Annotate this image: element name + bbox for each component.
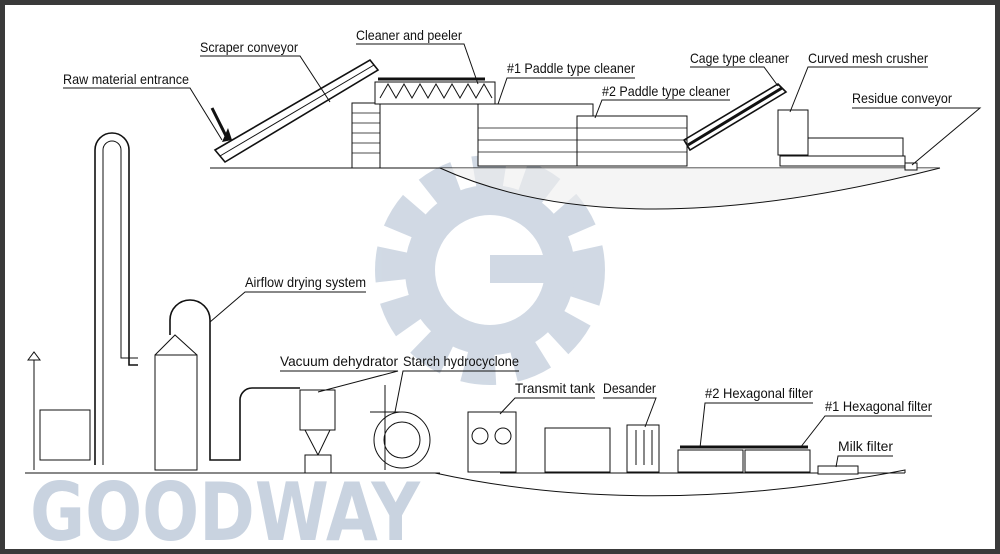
hexagonal-filter-1-label: #1 Hexagonal filter: [825, 398, 932, 414]
airflow-drying-system-label: Airflow drying system: [245, 274, 366, 290]
diagram-canvas: Raw material entrance Scraper conveyor C…: [25, 27, 982, 549]
watermark-text: GOODWAY: [30, 466, 421, 549]
desander-label: Desander: [603, 380, 656, 396]
label-desander: Desander: [603, 380, 657, 428]
cage-type-cleaner-label: Cage type cleaner: [690, 50, 789, 66]
label-residue-conveyor: Residue conveyor: [852, 90, 982, 166]
vacuum-dehydrator-label: Vacuum dehydrator: [280, 353, 398, 369]
label-transmit-tank: Transmit tank: [499, 380, 596, 415]
label-milk-filter: Milk filter: [835, 438, 893, 468]
paddle-cleaner-2-label: #2 Paddle type cleaner: [602, 83, 730, 99]
label-hexagonal-filter-2: #2 Hexagonal filter: [699, 385, 813, 449]
washing-line: [210, 58, 941, 210]
label-airflow-drying-system: Airflow drying system: [209, 274, 366, 323]
curved-mesh-crusher-label: Curved mesh crusher: [808, 50, 928, 66]
label-paddle-cleaner-1: #1 Paddle type cleaner: [497, 60, 635, 105]
goodway-gear-watermark: [375, 155, 605, 385]
hexagonal-filter-2-label: #2 Hexagonal filter: [705, 385, 813, 401]
paddle-cleaner-1-label: #1 Paddle type cleaner: [507, 60, 635, 76]
label-raw-material-entrance: Raw material entrance: [63, 71, 223, 141]
starch-hydrocyclone-label: Starch hydrocyclone: [403, 353, 519, 369]
label-cage-type-cleaner: Cage type cleaner: [690, 50, 789, 87]
label-paddle-cleaner-2: #2 Paddle type cleaner: [594, 83, 730, 119]
transmit-tank-label: Transmit tank: [515, 380, 596, 396]
starch-line: [25, 132, 906, 497]
scraper-conveyor-label: Scraper conveyor: [200, 39, 298, 55]
label-cleaner-and-peeler: Cleaner and peeler: [356, 27, 479, 85]
label-scraper-conveyor: Scraper conveyor: [200, 39, 331, 103]
label-curved-mesh-crusher: Curved mesh crusher: [789, 50, 928, 113]
label-vacuum-dehydrator: Vacuum dehydrator: [280, 353, 398, 393]
label-starch-hydrocyclone: Starch hydrocyclone: [394, 353, 519, 413]
residue-conveyor-label: Residue conveyor: [852, 90, 952, 106]
raw-material-entrance-label: Raw material entrance: [63, 71, 189, 87]
label-hexagonal-filter-1: #1 Hexagonal filter: [799, 398, 932, 449]
milk-filter-label: Milk filter: [838, 438, 893, 454]
cleaner-and-peeler-label: Cleaner and peeler: [356, 27, 462, 43]
